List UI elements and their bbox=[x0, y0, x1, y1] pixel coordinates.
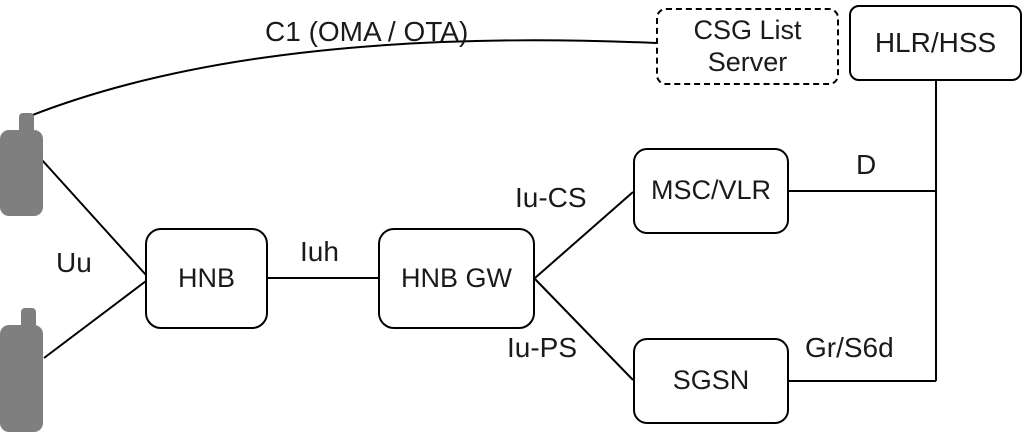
edge-label-c1: C1 (OMA / OTA) bbox=[265, 16, 469, 47]
node-csg-list-server: CSG List Server bbox=[656, 8, 839, 85]
edge-label-iu-ps: Iu-PS bbox=[507, 332, 578, 363]
edge-label-gr-s6d: Gr/S6d bbox=[805, 332, 894, 363]
node-hlr-hss-label: HLR/HSS bbox=[874, 26, 997, 58]
edge-label-uu: Uu bbox=[56, 247, 92, 278]
node-hnb-label: HNB bbox=[177, 262, 235, 293]
edge-iu-cs-line bbox=[534, 191, 634, 279]
node-sgsn: SGSN bbox=[633, 338, 789, 424]
edge-label-iu-cs: Iu-CS bbox=[515, 182, 587, 213]
ue-phone-top-icon bbox=[0, 113, 43, 216]
edge-iu-ps-line bbox=[534, 278, 634, 381]
node-hnb-gw-label: HNB GW bbox=[401, 262, 512, 293]
node-csg-list-server-label: CSG List Server bbox=[693, 15, 802, 77]
edge-uu-bottom-line bbox=[43, 280, 147, 359]
node-hnb-gw: HNB GW bbox=[378, 228, 535, 329]
edge-label-iuh: Iuh bbox=[300, 236, 339, 267]
node-hnb: HNB bbox=[145, 228, 268, 329]
edge-c1-curve bbox=[29, 39, 657, 117]
node-msc-vlr: MSC/VLR bbox=[633, 148, 789, 234]
edge-label-d: D bbox=[856, 149, 877, 180]
ue-phone-bottom-icon bbox=[0, 308, 43, 432]
node-sgsn-label: SGSN bbox=[672, 365, 750, 396]
edge-uu-top-line bbox=[41, 159, 147, 276]
node-msc-vlr-label: MSC/VLR bbox=[650, 175, 772, 206]
node-hlr-hss: HLR/HSS bbox=[849, 5, 1022, 81]
